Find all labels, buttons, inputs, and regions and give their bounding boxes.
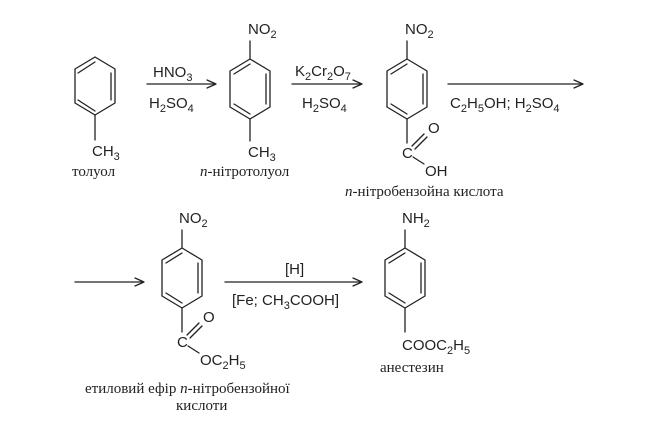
arrow-head — [206, 79, 217, 89]
ester-caption-line1: етиловий ефір n-нітробензойної — [85, 381, 291, 397]
reagent-hno3: HNO3 — [153, 64, 192, 84]
reaction-step-4 — [74, 277, 145, 287]
nitro-label: NO2 — [405, 21, 434, 41]
p-nitrotoluene-structure: NO2 CH3 n-нітротолуол — [200, 21, 290, 180]
methyl-label: CH3 — [92, 143, 120, 163]
reaction-step-2: K2Cr2O7 H2SO4 — [291, 63, 363, 115]
reagent-h2so4: H2SO4 — [149, 95, 194, 115]
oxygen-label: O — [428, 120, 440, 137]
benzene-ring — [384, 247, 426, 309]
ester-group-label: COOC2H5 — [402, 337, 470, 357]
p-nitrobenzoic-acid-caption: n-нітробензойна кислота — [345, 184, 504, 200]
carbon-label: C — [177, 334, 188, 351]
benzene-ring — [74, 56, 116, 116]
arrow-head — [352, 277, 363, 287]
nitro-label: NO2 — [248, 21, 277, 41]
reagent-hydrogen: [H] — [285, 261, 304, 278]
carbonyl-bond — [189, 325, 203, 339]
reagent-k2cr2o7: K2Cr2O7 — [295, 63, 351, 83]
p-nitrobenzoic-acid-structure: NO2 C O OH n-нітробензойна кислота — [345, 21, 504, 200]
reagent-fe-acetic-acid: [Fe; CH3COOH] — [232, 292, 339, 312]
arrow-head — [352, 79, 363, 89]
ether-bond — [187, 345, 200, 354]
reaction-step-3: C2H5OH; H2SO4 — [447, 79, 584, 115]
carbonyl-bond — [186, 322, 200, 336]
benzene-ring — [386, 58, 428, 120]
hydroxyl-label: OH — [425, 163, 448, 180]
reagent-h2so4: H2SO4 — [302, 95, 347, 115]
carbonyl-bond — [411, 133, 425, 147]
amino-label: NH2 — [402, 210, 430, 230]
toluene-structure: CH3 толуол — [72, 56, 120, 180]
reaction-step-1: HNO3 H2SO4 — [146, 64, 217, 115]
anesthesin-structure: NH2 COOC2H5 анестезин — [380, 210, 470, 376]
carbonyl-bond — [414, 136, 428, 150]
hydroxyl-bond — [412, 156, 425, 165]
methyl-label: CH3 — [248, 144, 276, 164]
arrow-head — [573, 79, 584, 89]
anesthesin-caption: анестезин — [380, 360, 444, 376]
ester-structure: NO2 C O OC2H5 етиловий ефір n-нітробензо… — [85, 210, 291, 414]
reagent-ethanol-h2so4: C2H5OH; H2SO4 — [450, 95, 560, 115]
ethoxy-label: OC2H5 — [200, 352, 246, 372]
nitro-label: NO2 — [179, 210, 208, 230]
p-nitrotoluene-caption: n-нітротолуол — [200, 164, 290, 180]
benzene-ring — [161, 247, 203, 309]
arrow-head — [134, 277, 145, 287]
ester-caption-line2: кислоти — [176, 398, 227, 414]
benzene-ring — [229, 58, 271, 120]
toluene-caption: толуол — [72, 164, 116, 180]
reaction-step-5: [H] [Fe; CH3COOH] — [224, 261, 363, 312]
carbon-label: C — [402, 145, 413, 162]
oxygen-label: O — [203, 309, 215, 326]
